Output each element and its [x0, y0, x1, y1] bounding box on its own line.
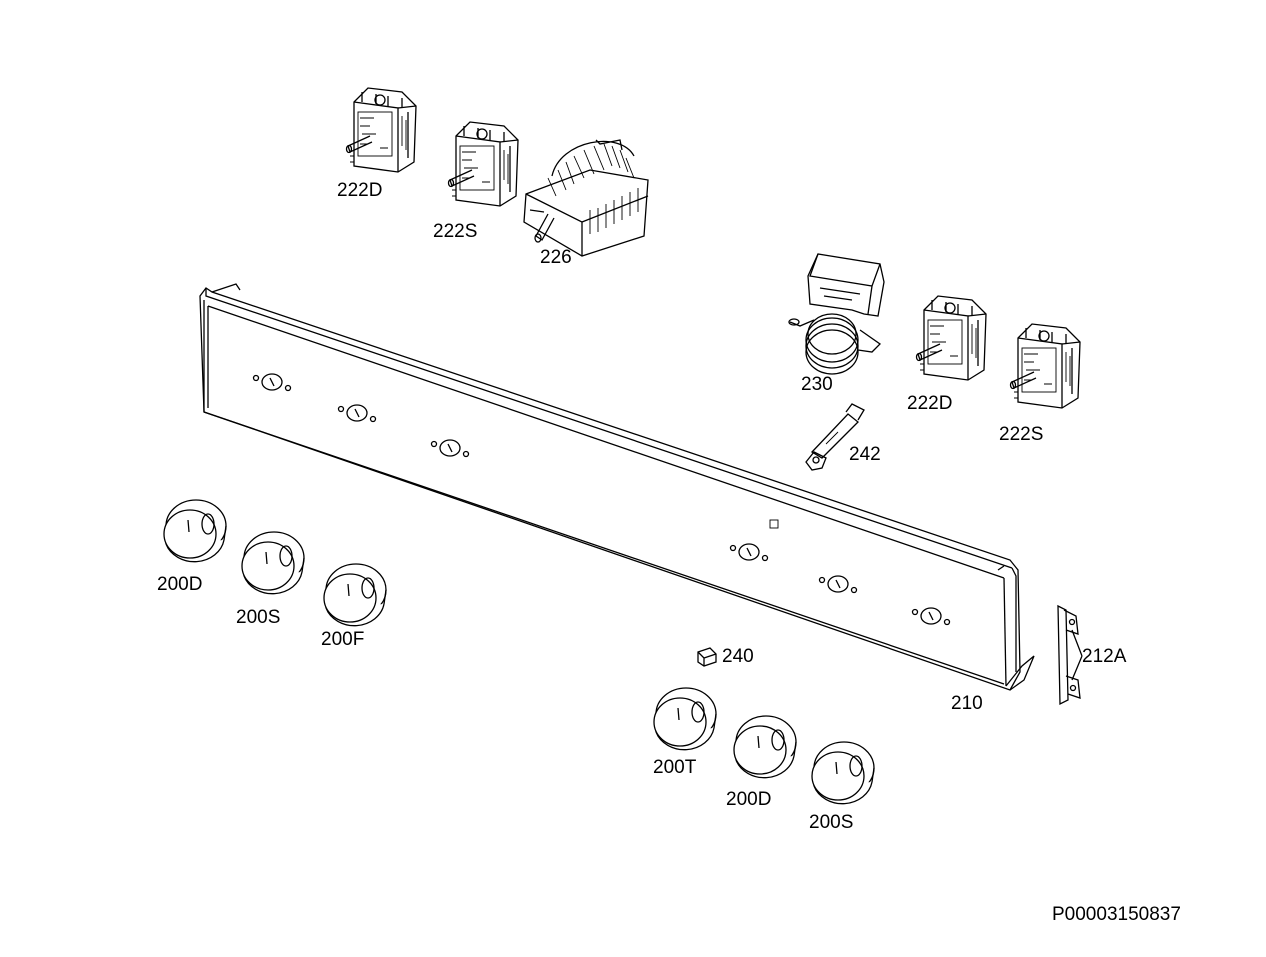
leader-212A [1071, 629, 1083, 681]
switch-222S-top [447, 121, 519, 207]
label-200T: 200T [653, 757, 697, 778]
label-200D-left: 200D [157, 574, 202, 595]
label-230: 230 [801, 374, 833, 395]
part-242 [805, 403, 865, 471]
part-240 [697, 647, 717, 667]
label-212A: 212A [1082, 646, 1127, 667]
knob-200D-right [733, 715, 797, 779]
label-222S-right: 222S [999, 424, 1043, 445]
label-240: 240 [722, 646, 754, 667]
knob-200S-right [811, 741, 875, 805]
label-200D-right: 200D [726, 789, 771, 810]
label-200S-left: 200S [236, 607, 280, 628]
label-200F: 200F [321, 629, 364, 650]
knob-200F [323, 563, 387, 627]
label-222D-right: 222D [907, 393, 952, 414]
switch-222D-right [915, 295, 987, 381]
label-222D-top: 222D [337, 180, 382, 201]
knob-200D-left [163, 499, 227, 563]
label-210: 210 [951, 693, 983, 714]
document-code: P00003150837 [1052, 904, 1181, 925]
label-200S-right: 200S [809, 812, 853, 833]
control-panel-210 [199, 283, 1035, 691]
switch-222D-top [345, 87, 417, 173]
label-222S-top: 222S [433, 221, 477, 242]
bracket-212A [1057, 604, 1081, 706]
thermostat-230 [788, 253, 885, 375]
label-242: 242 [849, 444, 881, 465]
label-226: 226 [540, 247, 572, 268]
selector-switch-226 [523, 139, 649, 257]
knob-200S-left [241, 531, 305, 595]
knob-200T [653, 687, 717, 751]
switch-222S-right [1009, 323, 1081, 409]
